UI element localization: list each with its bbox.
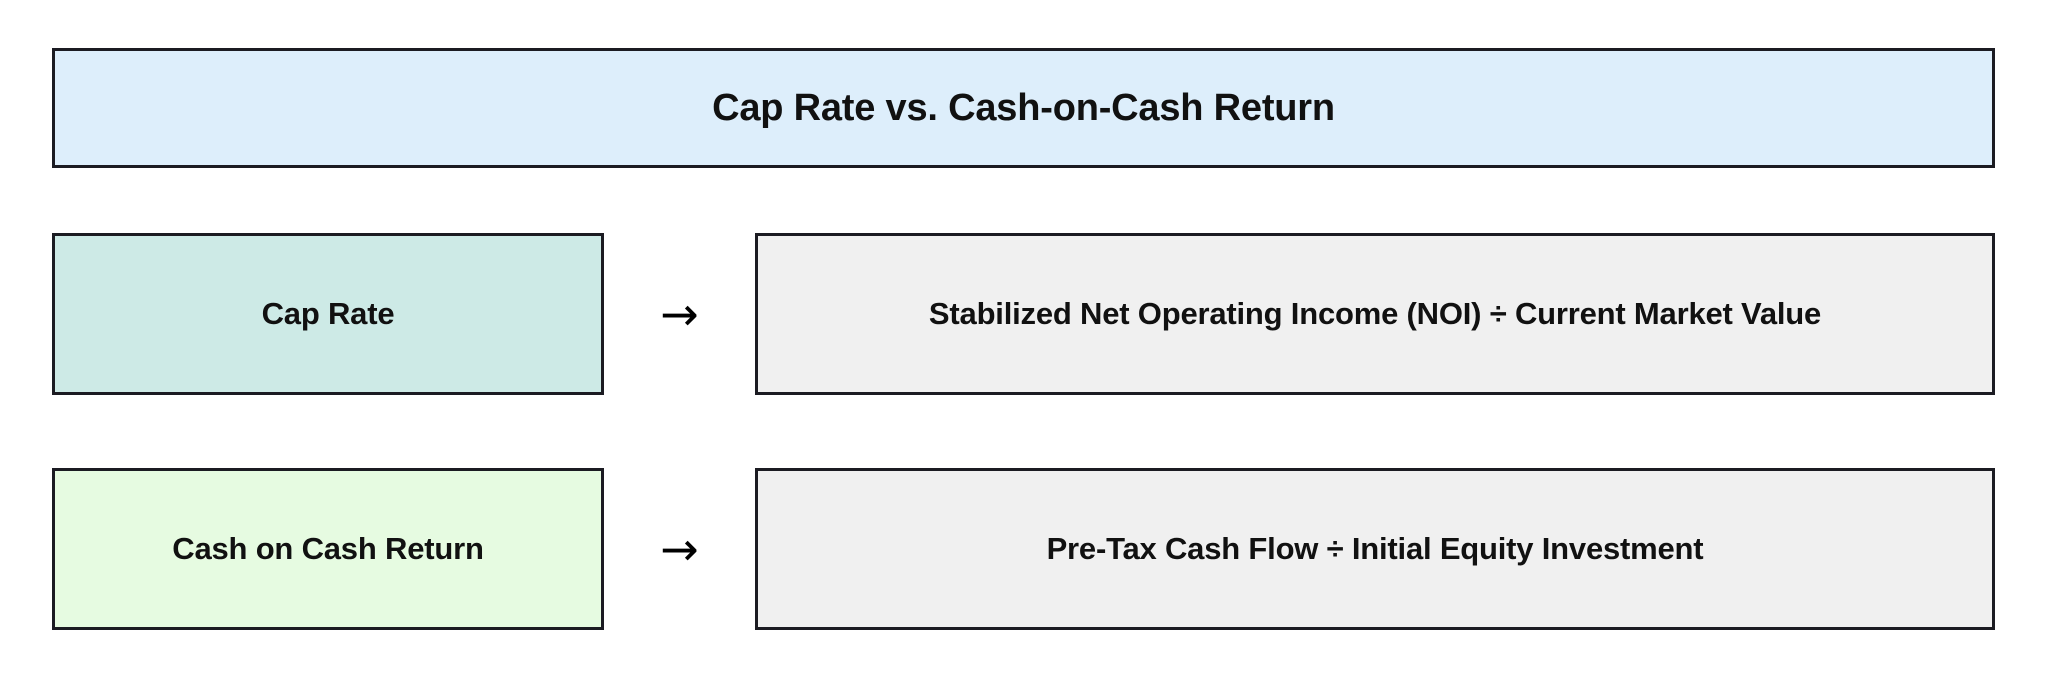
connector-cash-on-cash: → <box>604 468 755 630</box>
formula-text-cash-on-cash: Pre-Tax Cash Flow ÷ Initial Equity Inves… <box>1046 531 1704 566</box>
right-arrow-icon: → <box>660 522 699 576</box>
definition-row-cash-on-cash: Cash on Cash Return → Pre-Tax Cash Flow … <box>0 468 2048 630</box>
term-label-cap-rate: Cap Rate <box>261 296 395 331</box>
formula-box-cap-rate: Stabilized Net Operating Income (NOI) ÷ … <box>755 233 1995 395</box>
term-label-cash-on-cash: Cash on Cash Return <box>172 531 484 566</box>
definition-row-cap-rate: Cap Rate → Stabilized Net Operating Inco… <box>0 233 2048 395</box>
term-box-cash-on-cash: Cash on Cash Return <box>52 468 604 630</box>
page-title: Cap Rate vs. Cash-on-Cash Return <box>712 86 1335 129</box>
term-box-cap-rate: Cap Rate <box>52 233 604 395</box>
right-arrow-icon: → <box>660 287 699 341</box>
formula-box-cash-on-cash: Pre-Tax Cash Flow ÷ Initial Equity Inves… <box>755 468 1995 630</box>
connector-cap-rate: → <box>604 233 755 395</box>
diagram-header-banner: Cap Rate vs. Cash-on-Cash Return <box>52 48 1995 168</box>
formula-text-cap-rate: Stabilized Net Operating Income (NOI) ÷ … <box>928 296 1822 331</box>
